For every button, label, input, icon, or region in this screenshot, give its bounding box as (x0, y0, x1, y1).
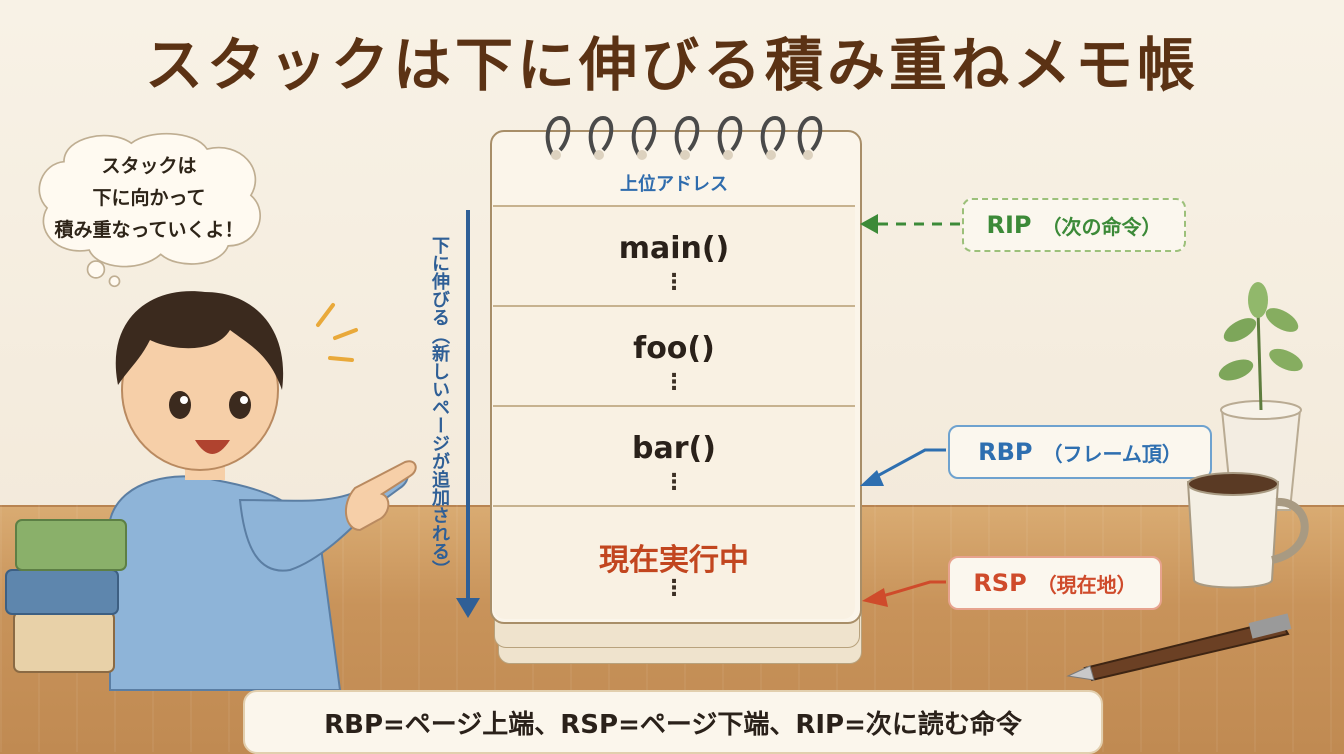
thought-bubble (38, 132, 261, 288)
growth-label: 下に伸びる（新しいページが追加される） (429, 236, 450, 578)
speech-line: 下に向かって (92, 187, 206, 209)
register-desc: （現在地） (1036, 572, 1137, 597)
summary-bar: RBP=ページ上端、RSP=ページ下端、RIP=次に読む命令 (243, 690, 1103, 754)
register-desc: （次の命令） (1041, 214, 1162, 239)
notepad-ring-icon (760, 115, 786, 157)
register-name: RIP (986, 211, 1032, 239)
rsp-label: RSP （現在地） (948, 556, 1162, 610)
rip-label: RIP （次の命令） (962, 198, 1186, 252)
notepad-ring-icon (717, 115, 743, 157)
stack-frame-bar: bar() ⋮ (493, 405, 855, 507)
notepad-ring-icon (631, 115, 657, 157)
stack-frame-foo: foo() ⋮ (493, 305, 855, 407)
speech-text: スタックは 下に向かって 積み重なっていくよ！ (8, 150, 290, 246)
speech-line: 積み重なっていくよ！ (54, 219, 244, 241)
stack-frame-main: main() ⋮ (493, 205, 855, 307)
upper-address-label: 上位アドレス (620, 174, 728, 195)
stack-frame-current: 現在実行中 ⋮ (493, 505, 855, 619)
page-title: スタックは下に伸びる積み重ねメモ帳 (144, 31, 1199, 99)
pen-icon (1066, 613, 1292, 682)
frame-label: bar() (632, 431, 716, 466)
notepad-ring-icon (545, 115, 571, 157)
notepad-ring-icon (674, 115, 700, 157)
frame-label: main() (618, 231, 730, 266)
rbp-label: RBP （フレーム頂） (948, 425, 1212, 479)
frame-label: 現在実行中 (599, 543, 749, 578)
register-name: RBP (978, 438, 1033, 466)
register-name: RSP (973, 569, 1027, 597)
frame-label: foo() (633, 331, 715, 366)
speech-line: スタックは (101, 155, 197, 177)
notepad-ring-icon (588, 115, 614, 157)
notepad-ring-icon (797, 115, 823, 157)
rsp-arrow (875, 580, 946, 600)
register-desc: （フレーム頂） (1042, 441, 1182, 466)
rbp-arrow (869, 448, 946, 482)
coffee-mug-icon (1186, 472, 1309, 589)
